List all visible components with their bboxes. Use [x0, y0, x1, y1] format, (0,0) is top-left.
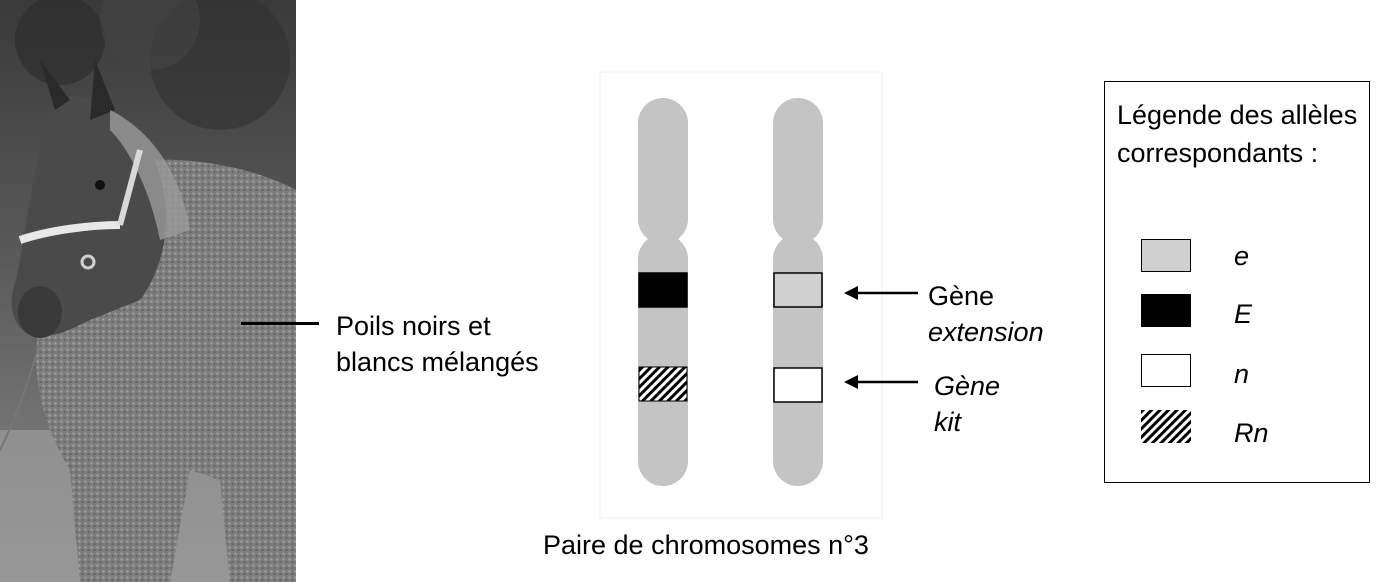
left-kit-allele-Rn: [638, 366, 688, 402]
legend-swatch-n: [1141, 354, 1191, 387]
horse-caption: Poils noirs et blancs mélangés: [336, 308, 539, 380]
legend-label-E: E: [1234, 299, 1253, 329]
caption-line-1: Poils noirs et: [336, 311, 491, 341]
legend-swatch-e: [1141, 239, 1191, 272]
gene-kit-name: kit: [934, 407, 961, 437]
legend-swatch-E: [1141, 294, 1191, 327]
gene-extension-word: Gène: [928, 281, 995, 311]
legend-label-e: e: [1234, 241, 1250, 271]
gene-extension-name: extension: [928, 317, 1044, 347]
chromosome-pair-diagram: [599, 71, 883, 519]
chromosome-right: [773, 98, 823, 486]
left-extension-allele-E: [638, 272, 688, 308]
right-kit-allele-n: [773, 367, 823, 403]
legend-label-n: n: [1234, 359, 1250, 389]
legend-label-Rn: Rn: [1234, 418, 1269, 448]
allele-legend: Légende des allèles correspondants : e E…: [1104, 81, 1370, 483]
horse-photo: [0, 0, 296, 582]
gene-kit-label: Gène kit: [934, 368, 1000, 440]
gene-extension-label: Gène extension: [928, 278, 1044, 350]
chromosome-pair-title: Paire de chromosomes n°3: [543, 530, 869, 560]
gene-kit-word: Gène: [934, 371, 1001, 401]
legend-title: Légende des allèles correspondants :: [1117, 100, 1358, 168]
legend-swatch-Rn: [1141, 410, 1191, 443]
arrow-extension: [844, 286, 918, 300]
chromosome-left: [638, 98, 688, 486]
right-extension-allele-e: [773, 272, 823, 308]
caption-line-2: blancs mélangés: [336, 347, 539, 377]
caption-pointer-line: [241, 322, 319, 325]
arrow-kit: [844, 375, 918, 389]
